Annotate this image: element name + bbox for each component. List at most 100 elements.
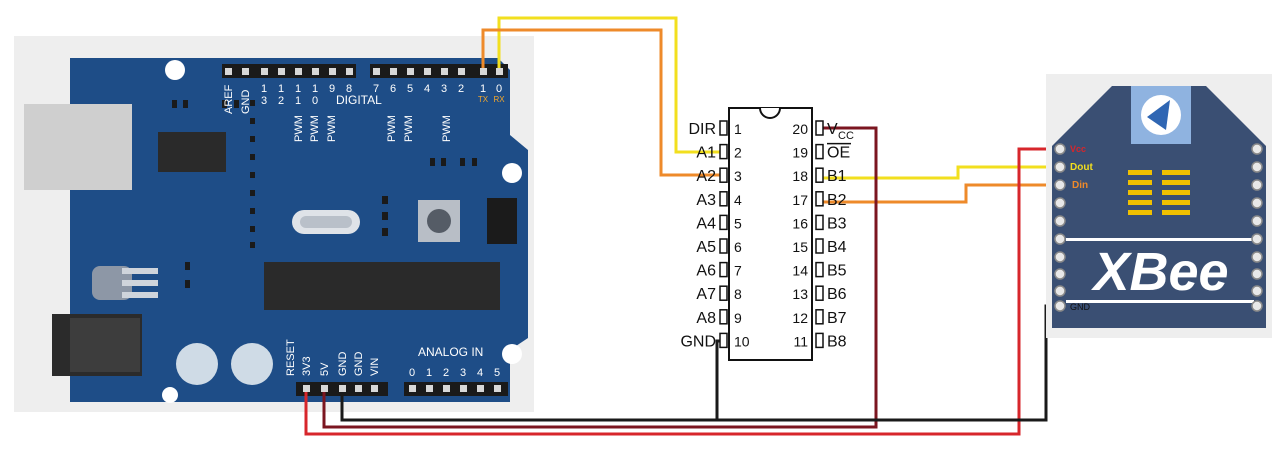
analog-pin-label: 1 [426, 367, 432, 379]
xbee-left-pin [1054, 233, 1066, 245]
digital-header-label: 0 [496, 83, 502, 95]
wires [304, 16, 1060, 436]
mounting-hole [502, 163, 522, 183]
analog-pin-label: 5 [494, 367, 500, 379]
digital-pin [346, 68, 353, 75]
ic-pin-number: 8 [734, 286, 742, 302]
ic-pin-name: A1 [696, 145, 716, 162]
digital-pin [407, 68, 414, 75]
wire-b1-to-dout [820, 165, 1060, 180]
rx-label: RX [493, 95, 505, 104]
ic-pin-number: 14 [792, 263, 808, 279]
ic-pin-number: 5 [734, 215, 742, 231]
ic-pin-number: 18 [792, 168, 808, 184]
digital-header-label: GND [240, 90, 252, 115]
ic-pin-name: OE [827, 145, 850, 162]
digital-pin [424, 68, 431, 75]
ic-pin-number: 7 [734, 263, 742, 279]
analog-pin [494, 385, 501, 392]
xbee-right-pin [1251, 143, 1263, 155]
digital-pin [496, 68, 503, 75]
ic-pin-stub [815, 191, 824, 207]
power-pin [355, 385, 362, 392]
ic-pin-name: A6 [696, 263, 716, 280]
xbee-board [1052, 86, 1266, 328]
ic-pin-number: 6 [734, 239, 742, 255]
power-pin-label: 5V [319, 362, 331, 376]
digital-label: DIGITAL [336, 93, 382, 107]
ic-pin-number: 19 [792, 145, 808, 161]
analog-in-label: ANALOG IN [418, 345, 483, 359]
ic-pin-stub [815, 332, 824, 349]
xbee-left-pin [1054, 251, 1066, 263]
ic-pin-number: 1 [734, 121, 742, 137]
analog-pin-label: 2 [443, 367, 449, 379]
wire-rx-to-a1 [497, 16, 720, 154]
ic-pin-stub [719, 238, 728, 254]
digital-header-label: 6 [390, 83, 396, 95]
wire-3v3-to-xbee-vcc [304, 147, 1060, 436]
xbee-right-pin [1251, 233, 1263, 245]
pwm-label: PWM [326, 115, 338, 142]
xbee-right-pin [1251, 285, 1263, 297]
ic-pin-name: A5 [696, 239, 716, 256]
digital-pin [373, 68, 380, 75]
ic-pin-stub [815, 120, 824, 136]
power-pin [371, 385, 378, 392]
play-icon [1147, 100, 1170, 130]
ic-pin-stub [815, 238, 824, 254]
xbee-din-label: Din [1072, 180, 1088, 191]
xbee-left-pin [1054, 300, 1066, 312]
wire-vcc-to-5v [322, 126, 878, 429]
ic-pin-name: DIR [688, 121, 716, 138]
analog-pin [477, 385, 484, 392]
ic-pin-number: 17 [792, 192, 808, 208]
ic-pin-number: 13 [792, 286, 808, 302]
digital-pin [480, 68, 487, 75]
power-header-pins [303, 385, 501, 392]
ic-body [728, 107, 813, 361]
ic-pin-stub [719, 332, 728, 349]
ic-pin-name: A3 [696, 192, 716, 209]
digital-pin [390, 68, 397, 75]
ic-pin-stub [719, 214, 728, 231]
analog-pin [460, 385, 467, 392]
power-pin [321, 385, 328, 392]
ic-pin-number: 3 [734, 168, 742, 184]
ic-pin-name: B5 [827, 263, 847, 280]
ic-notch [759, 107, 781, 119]
digital-header-label: 3 [441, 83, 447, 95]
analog-pin [443, 385, 450, 392]
mounting-hole [502, 344, 522, 364]
analog-pin-label: 4 [477, 367, 483, 379]
mounting-hole [162, 387, 178, 403]
digital-header-label: 4 [424, 83, 430, 95]
capacitor [176, 343, 218, 385]
digital-pin [329, 68, 336, 75]
pwm-label: PWM [386, 115, 398, 142]
ic-pin-stub [815, 285, 824, 301]
digital-header-pins [225, 68, 503, 75]
ic-pin-stub [815, 261, 824, 278]
pwm-label: PWM [309, 115, 321, 142]
ic-pin-name-subscript: CC [838, 130, 854, 142]
ic-pin-name: A8 [696, 310, 716, 327]
digital-header-label: AREF [223, 84, 235, 114]
digital-header [222, 64, 508, 78]
xbee-gnd-label: GND [1070, 302, 1091, 312]
voltage-regulator [92, 266, 132, 300]
xbee-right-pin [1251, 197, 1263, 209]
smd-components [172, 100, 477, 288]
ic-pin-name: B1 [827, 168, 847, 185]
analog-pin-label: 0 [409, 367, 415, 379]
ic-pin-name: V [827, 121, 838, 138]
power-jack-inner [70, 318, 140, 372]
ic-pin-number: 10 [734, 333, 750, 349]
power-pin [339, 385, 346, 392]
